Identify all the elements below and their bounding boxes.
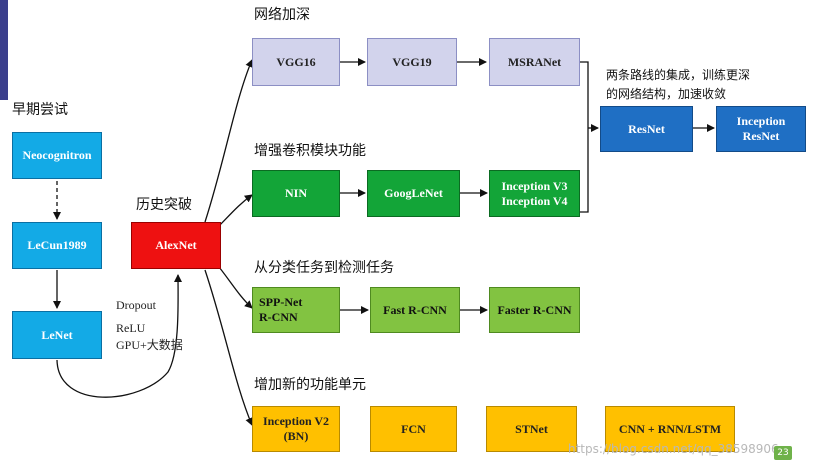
watermark-text: https://blog.csdn.net/qq_38598906 (568, 442, 779, 456)
node-inception-v2-bn: Inception V2 (BN) (252, 406, 340, 452)
node-fcn-label: FCN (401, 421, 426, 436)
node-faster-rcnn: Faster R-CNN (489, 287, 580, 333)
node-vgg19: VGG19 (367, 38, 457, 86)
merge-bracket (580, 61, 589, 213)
node-googlenet: GoogLeNet (367, 170, 460, 217)
node-inception-resnet: Inception ResNet (716, 106, 806, 152)
factor-dropout: Dropout (116, 298, 156, 312)
section-label-breakthrough: 历史突破 (136, 197, 192, 213)
node-stnet-label: STNet (515, 421, 548, 436)
node-inception-resnet-line-2: ResNet (742, 129, 780, 143)
node-googlenet-label: GoogLeNet (384, 186, 443, 200)
node-resnet: ResNet (600, 106, 693, 152)
node-inception-resnet-line-1: Inception (736, 114, 786, 128)
node-fast-rcnn-label: Fast R-CNN (383, 302, 447, 317)
node-msranet-label: MSRANet (507, 54, 562, 69)
node-stnet: STNet (486, 406, 577, 452)
section-label-early: 早期尝试 (12, 102, 68, 118)
section-label-classify-to-detect: 从分类任务到检测任务 (254, 260, 394, 276)
node-bn-label: (BN) (283, 429, 309, 443)
node-lenet: LeNet (12, 311, 102, 359)
node-fcn: FCN (370, 406, 457, 452)
node-inception-v4-label: Inception V4 (501, 193, 568, 208)
page-number: 23 (774, 446, 792, 460)
arrow-alexnet-inception-v2 (204, 269, 253, 426)
merge-note: 两条路线的集成，训练更深 的网络结构，加速收敛 (606, 66, 750, 104)
section-label-deepen: 网络加深 (254, 7, 310, 23)
factor-gpu-bigdata: GPU+大数据 (116, 338, 183, 352)
arrow-alexnet-vgg16 (204, 59, 253, 223)
node-neocognitron: Neocognitron (12, 132, 102, 179)
node-cnn-rnn-lstm-label: CNN + RNN/LSTM (618, 421, 722, 436)
node-inception-v3-label: Inception V3 (501, 178, 568, 193)
node-cnn-rnn-lstm: CNN + RNN/LSTM (605, 406, 735, 452)
node-alexnet-label: AlexNet (155, 238, 197, 252)
slide-accent-bar (0, 0, 8, 100)
node-nin: NIN (252, 170, 340, 217)
node-fast-rcnn: Fast R-CNN (370, 287, 460, 333)
node-inception-v3-v4: Inception V3 Inception V4 (489, 170, 580, 217)
section-label-conv-module: 增强卷积模块功能 (254, 143, 366, 159)
merge-note-line-1: 两条路线的集成，训练更深 (606, 68, 751, 82)
node-msranet: MSRANet (489, 38, 580, 86)
node-rcnn-label: R-CNN (259, 310, 298, 324)
node-lecun1989: LeCun1989 (12, 222, 102, 269)
node-alexnet: AlexNet (131, 222, 221, 269)
node-lenet-label: LeNet (41, 327, 73, 342)
node-lecun1989-label: LeCun1989 (27, 238, 87, 252)
node-faster-rcnn-label: Faster R-CNN (497, 302, 572, 317)
node-sppnet-label: SPP-Net (259, 295, 303, 309)
node-inception-v2-label: Inception V2 (262, 414, 330, 428)
node-nin-label: NIN (284, 186, 307, 200)
arrow-lenet-alexnet (56, 274, 183, 398)
merge-note-line-2: 的网络结构，加速收敛 (606, 87, 727, 101)
node-vgg19-label: VGG19 (392, 54, 432, 69)
node-neocognitron-label: Neocognitron (22, 148, 92, 162)
node-spp-rcnn: SPP-Net R-CNN (252, 287, 340, 333)
node-resnet-label: ResNet (628, 121, 665, 136)
node-vgg16-label: VGG16 (276, 54, 316, 69)
node-vgg16: VGG16 (252, 38, 340, 86)
section-label-new-units: 增加新的功能单元 (254, 377, 366, 393)
factor-relu: ReLU (116, 321, 146, 335)
